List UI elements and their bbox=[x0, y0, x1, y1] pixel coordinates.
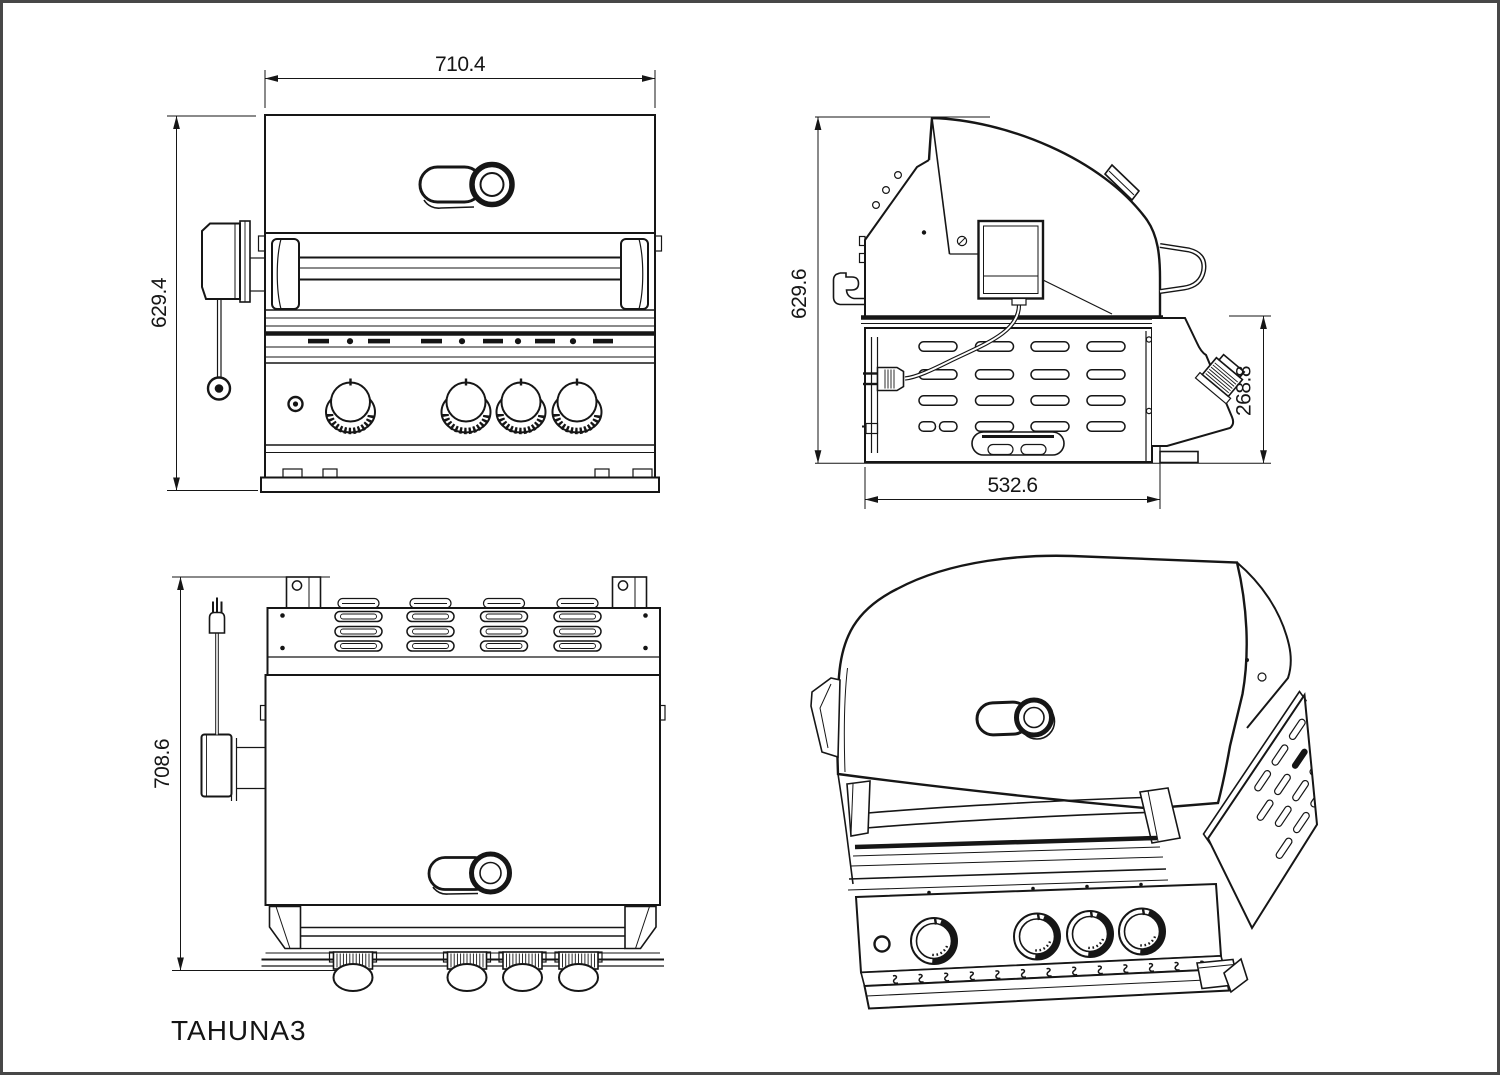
burner-knob bbox=[497, 379, 546, 433]
rotisserie-motor-top bbox=[200, 597, 266, 801]
burner-knob bbox=[553, 379, 602, 433]
rotisserie-motor-front bbox=[201, 220, 265, 401]
burner-knob-top bbox=[498, 951, 547, 992]
front-base bbox=[260, 233, 660, 493]
iso-lid-badge bbox=[975, 697, 1056, 740]
dim-front-width-value: 710.4 bbox=[435, 53, 486, 76]
side-view: 629.6 268.8 532.6 bbox=[788, 116, 1271, 509]
iso-handle bbox=[846, 780, 1181, 844]
power-plug-side bbox=[863, 366, 905, 392]
dim-side-height: 629.6 bbox=[788, 116, 1271, 464]
burner-knob bbox=[442, 379, 491, 433]
drawing-canvas: 710.4 629.4 bbox=[148, 53, 1319, 1010]
dim-front-width: 710.4 bbox=[264, 53, 656, 108]
iso-side-panel bbox=[1202, 690, 1319, 931]
hood-hinge-detail bbox=[1103, 163, 1141, 202]
dim-side-lower-height-value: 268.8 bbox=[1233, 366, 1256, 416]
burner-knob-top bbox=[328, 951, 378, 992]
burner-knob-iso bbox=[1067, 911, 1113, 957]
dim-top-depth: 708.6 bbox=[151, 576, 352, 971]
power-plug-top bbox=[208, 597, 226, 634]
rear-vent-panel bbox=[266, 597, 661, 676]
top-front-edge bbox=[261, 905, 664, 992]
front-view: 710.4 629.4 bbox=[148, 53, 663, 493]
dim-front-height: 629.4 bbox=[148, 115, 258, 491]
dim-side-height-value: 629.6 bbox=[788, 269, 811, 319]
front-handle bbox=[257, 235, 663, 311]
lid-top bbox=[259, 674, 666, 906]
burner-knob-iso bbox=[1014, 914, 1060, 960]
front-control-panel bbox=[265, 362, 655, 453]
lid-badge bbox=[418, 161, 515, 209]
dim-front-height-value: 629.4 bbox=[148, 277, 171, 328]
tray-handle-cutout bbox=[971, 431, 1065, 456]
side-control-panel bbox=[1152, 317, 1246, 464]
power-plug-front bbox=[206, 376, 232, 401]
dim-side-depth: 532.6 bbox=[864, 449, 1161, 509]
knob-profile bbox=[1194, 353, 1246, 405]
vent-louvers-rows bbox=[334, 610, 602, 652]
front-trim bbox=[265, 317, 655, 358]
side-handle bbox=[1159, 243, 1207, 294]
side-cart bbox=[862, 327, 1153, 463]
dim-side-depth-value: 532.6 bbox=[987, 474, 1037, 497]
dim-top-depth-value: 708.6 bbox=[151, 739, 174, 789]
model-label: TAHUNA3 bbox=[171, 1015, 307, 1046]
lid-badge-top bbox=[427, 851, 512, 895]
top-view: 708.6 bbox=[151, 576, 666, 992]
dim-side-lower-height: 268.8 bbox=[1229, 315, 1271, 464]
hood-curve bbox=[927, 116, 1162, 316]
iso-base bbox=[863, 967, 1231, 1010]
rotisserie-motor-side bbox=[977, 219, 1045, 306]
ignition-button bbox=[287, 395, 304, 413]
burner-knob-iso bbox=[1119, 909, 1165, 955]
burner-knob-top bbox=[554, 951, 603, 992]
iso-ignition-button bbox=[873, 935, 891, 953]
vent-strip bbox=[308, 338, 613, 345]
grease-hook bbox=[832, 272, 865, 306]
burner-knob-iso bbox=[911, 918, 957, 964]
vent-louvers bbox=[337, 597, 599, 609]
front-hood bbox=[264, 114, 656, 234]
burner-knob-top bbox=[442, 951, 492, 992]
iso-left-tab bbox=[810, 677, 841, 759]
isometric-view bbox=[810, 554, 1319, 1010]
side-hood bbox=[832, 116, 1162, 316]
iso-hood bbox=[810, 554, 1292, 810]
burner-knob bbox=[326, 379, 375, 433]
iso-front bbox=[837, 773, 1249, 1010]
